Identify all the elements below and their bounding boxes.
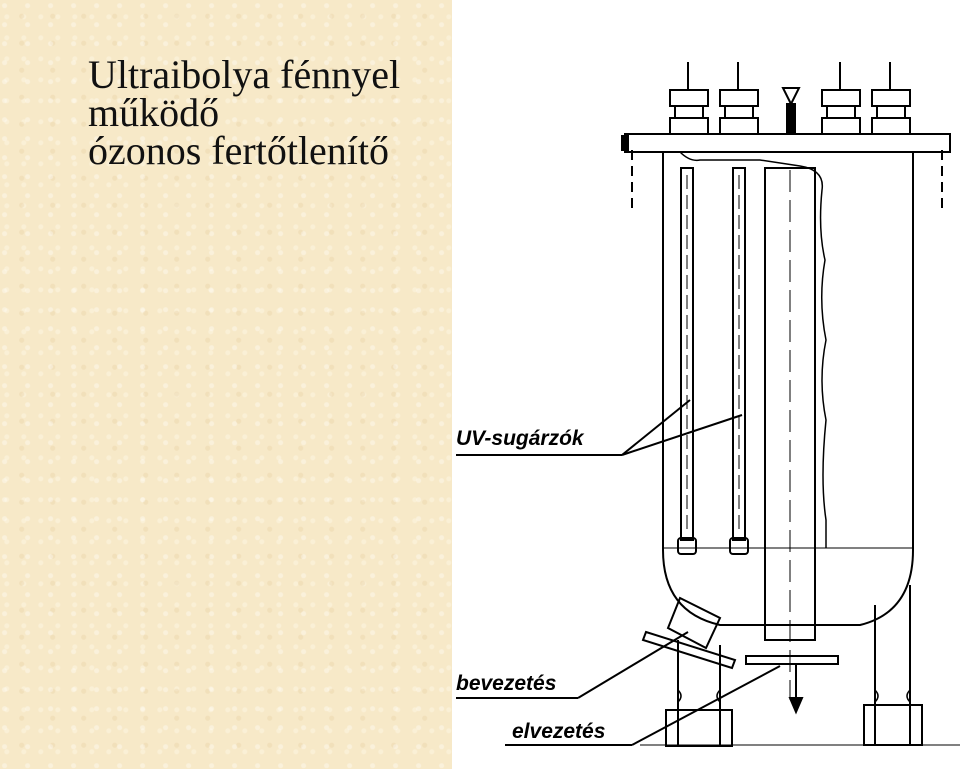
label-outlet: elvezetés	[512, 720, 605, 743]
uv-lamp-1	[677, 167, 697, 555]
title-line-1: Ultraibolya fénnyel	[88, 52, 401, 97]
label-inlet: bevezetés	[456, 672, 556, 695]
title-line-2: működő	[88, 90, 220, 135]
outlet-flange	[745, 655, 839, 665]
top-flange	[624, 133, 951, 153]
top-fitting-2	[719, 89, 759, 135]
outlet-arrow-icon	[788, 697, 804, 715]
valve-icon	[781, 87, 801, 135]
outlet-leader-line	[505, 665, 781, 746]
label-uv-lamps: UV-sugárzók	[456, 427, 585, 450]
textured-background	[0, 0, 452, 769]
top-fitting-4	[871, 89, 911, 135]
uv-leader-lines	[456, 399, 743, 456]
top-fitting-3	[821, 89, 861, 135]
title-line-3: ózonos fertőtlenítő	[88, 128, 390, 173]
uv-lamp-2	[729, 167, 749, 555]
flange-bolt-left	[621, 135, 629, 151]
top-fitting-1	[669, 89, 709, 135]
page-title: Ultraibolya fénnyel működő ózonos fertőt…	[88, 52, 401, 173]
central-outlet-tube	[764, 167, 816, 700]
disinfector-diagram: UV-sugárzók bevezetés elvezetés	[456, 62, 960, 747]
inlet-nozzle	[641, 596, 737, 670]
inlet-leader-line	[456, 631, 689, 699]
